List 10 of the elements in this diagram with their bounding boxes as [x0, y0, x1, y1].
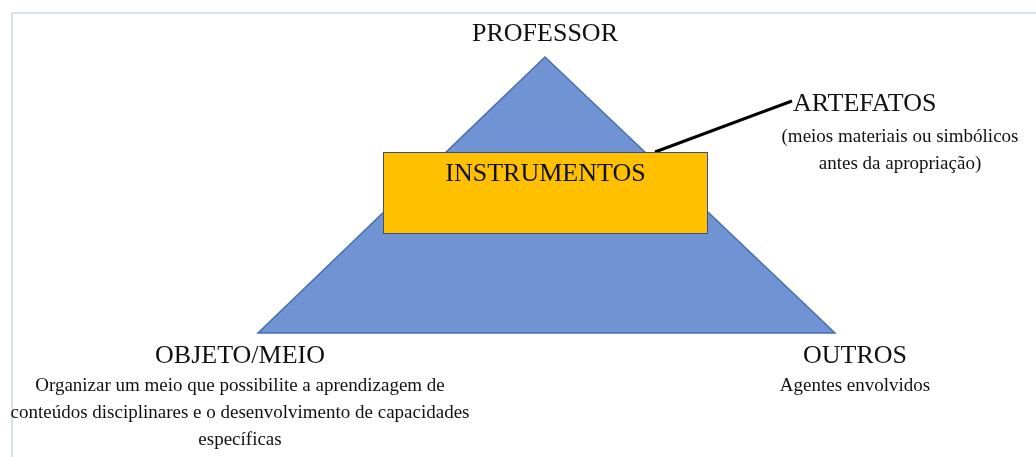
node-description: (meios materiais ou simbólicos antes da apropriação) [780, 124, 1020, 175]
leader-line [654, 99, 793, 154]
node-title: INSTRUMENTOS [444, 158, 647, 188]
vertex-label: OBJETO/MEIO [154, 340, 326, 370]
vertex-label: OUTROS [802, 340, 908, 370]
vertex-label: PROFESSOR [471, 18, 619, 48]
process-box [383, 152, 708, 234]
description-text: Agentes envolvidos [778, 373, 932, 397]
node-title: ARTEFATOS [792, 88, 938, 118]
description-text: Organizar um meio que possibilite a aprendizagem de conteúdos disciplinares e o desenvolvimento de capacidades específicas [9, 373, 471, 451]
